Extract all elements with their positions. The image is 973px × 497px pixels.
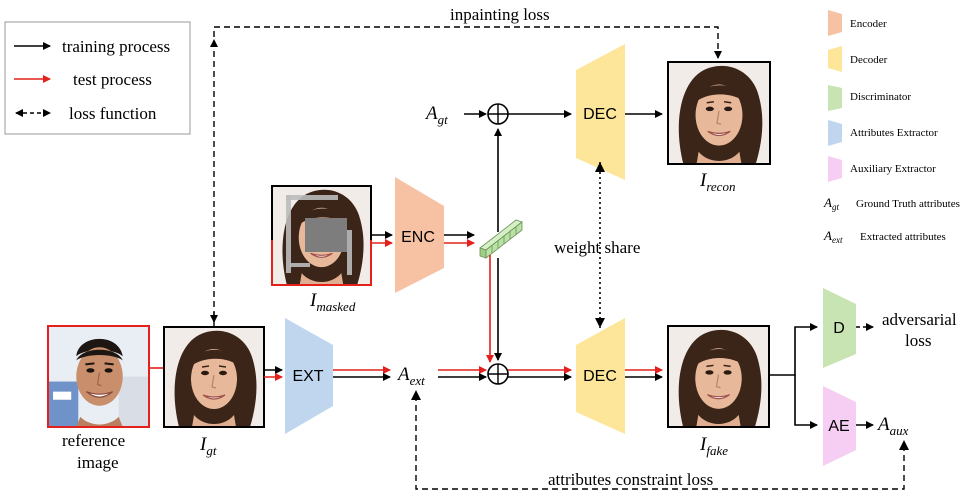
- igt-label: Igt: [199, 434, 217, 458]
- d-shape: [823, 288, 856, 368]
- ext: EXT: [285, 318, 333, 434]
- enc-label: ENC: [401, 229, 435, 246]
- key-attr-extractor-swatch: [828, 120, 842, 146]
- key-decoder-label: Decoder: [850, 54, 888, 66]
- legend-training-label: training process: [62, 37, 170, 56]
- attributes-constraint-loss-label: attributes constraint loss: [548, 470, 713, 489]
- feature-block: [479, 219, 523, 259]
- legend: training process test process loss funct…: [4, 21, 191, 135]
- auxiliary-extractor: AE: [823, 386, 856, 466]
- concat-top: [487, 103, 509, 125]
- aext-label: Aext: [396, 364, 425, 388]
- dec-bottom: DEC: [576, 318, 625, 434]
- aaux-label: Aaux: [876, 414, 909, 438]
- image-ifake: [667, 325, 770, 428]
- key-discriminator-label: Discriminator: [850, 91, 911, 103]
- ae-label: AE: [828, 418, 849, 435]
- dec-top-label: DEC: [583, 106, 617, 123]
- agt-label: Agt: [424, 103, 448, 127]
- concat-bottom: [487, 363, 509, 385]
- dec-bottom-label: DEC: [583, 368, 617, 385]
- adversarial-label-line1: adversarial: [882, 310, 957, 329]
- key-aux-extractor-label: Auxiliary Extractor: [850, 163, 936, 175]
- key-discriminator-swatch: [828, 85, 842, 111]
- ifake-label: Ifake: [699, 434, 728, 458]
- weight-share-label: weight share: [554, 238, 640, 257]
- key-agt-symbol: Agt: [823, 195, 839, 212]
- image-imasked: [271, 185, 372, 286]
- dec-bottom-shape: [576, 318, 625, 434]
- legend-loss-label: loss function: [69, 104, 157, 123]
- color-key: Encoder Decoder Discriminator Attributes…: [823, 10, 960, 245]
- imasked-label: Imasked: [309, 290, 356, 314]
- key-attr-extractor-label: Attributes Extractor: [850, 127, 938, 139]
- key-encoder-swatch: [828, 10, 842, 36]
- adversarial-label-line2: loss: [905, 331, 931, 350]
- inpainting-loss-label: inpainting loss: [450, 5, 550, 24]
- inpainting-loss-connector: inpainting loss: [210, 5, 722, 327]
- irecon-label: Irecon: [699, 170, 735, 194]
- ifake-to-ae-arrow: [794, 375, 818, 429]
- enc: ENC: [395, 177, 444, 293]
- enc-shape: [395, 177, 444, 293]
- dec-top-shape: [576, 44, 625, 180]
- ae-shape: [823, 386, 856, 466]
- mask-block: [305, 218, 347, 252]
- key-aext-desc: Extracted attributes: [860, 231, 946, 243]
- key-decoder-swatch: [828, 46, 842, 72]
- attributes-constraint-loss-line: [415, 395, 905, 490]
- inpainting-loss-line: [213, 26, 722, 327]
- image-irecon: [667, 61, 771, 165]
- legend-test-label: test process: [73, 70, 152, 89]
- key-encoder-label: Encoder: [850, 18, 887, 30]
- reference-label-line2: image: [77, 453, 119, 472]
- reference-label-line1: reference: [62, 431, 125, 450]
- key-aux-extractor-swatch: [828, 156, 842, 182]
- key-agt-desc: Ground Truth attributes: [856, 198, 960, 210]
- ifake-to-d-arrow: [769, 323, 818, 376]
- image-igt: [163, 326, 265, 428]
- d-label: D: [833, 320, 845, 337]
- key-aext-symbol: Aext: [823, 228, 843, 245]
- ext-label: EXT: [292, 368, 323, 385]
- ext-shape: [285, 318, 333, 434]
- image-reference: [47, 325, 150, 428]
- discriminator: D: [823, 288, 856, 368]
- dec-top: DEC: [576, 44, 625, 180]
